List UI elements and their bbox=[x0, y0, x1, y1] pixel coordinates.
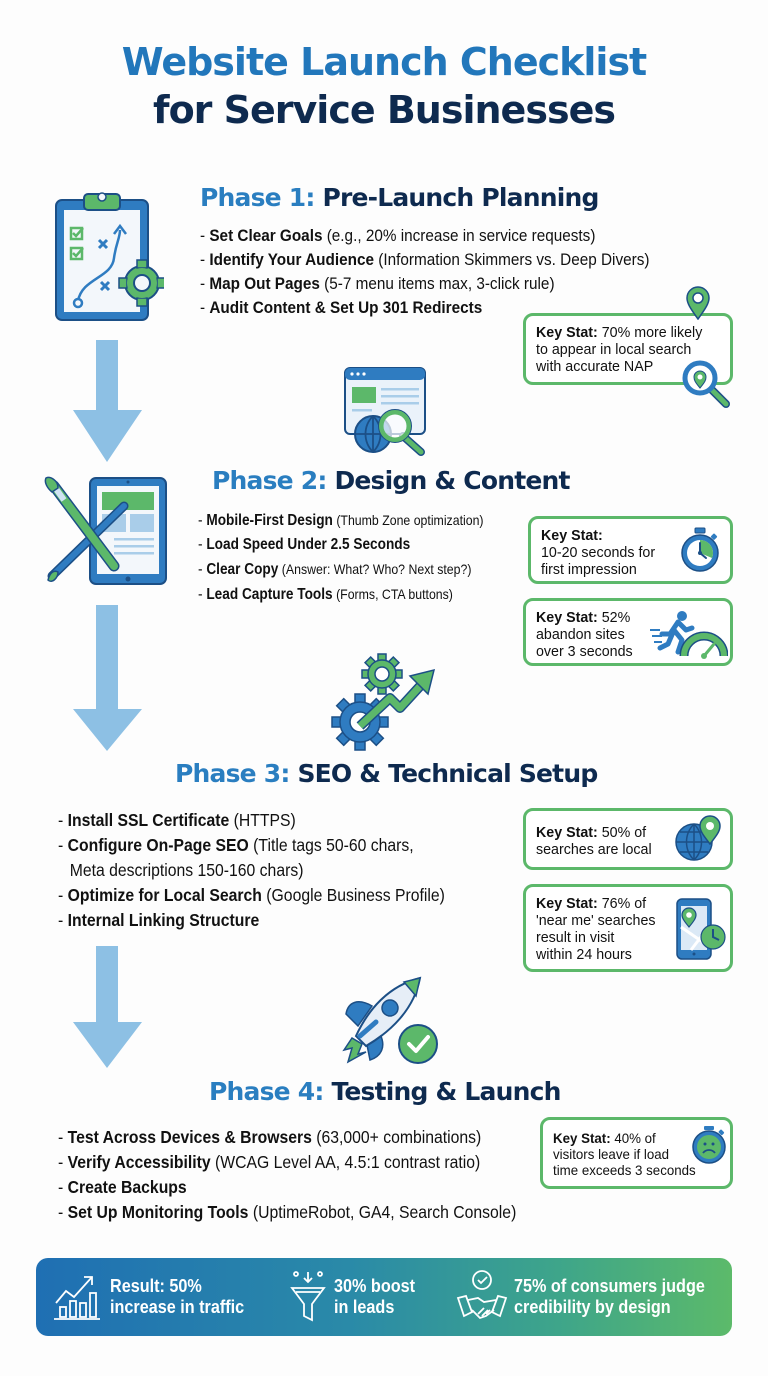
checklist-item: - Optimize for Local Search (Google Busi… bbox=[58, 885, 445, 905]
rocket-check-icon bbox=[328, 970, 444, 1070]
banner-stat-traffic: Result: 50%increase in traffic bbox=[110, 1276, 245, 1317]
gears-growth-arrow-icon bbox=[330, 650, 440, 754]
phase-3-number: Phase 3: bbox=[175, 759, 290, 788]
checklist-item: - Set Clear Goals (e.g., 20% increase in… bbox=[200, 226, 596, 245]
phase-1-title: Phase 1: Pre-Launch Planning bbox=[200, 183, 599, 212]
sad-stopwatch-icon bbox=[690, 1125, 728, 1165]
checklist-item: - Install SSL Certificate (HTTPS) bbox=[58, 810, 296, 830]
phase-3-checklist: - Install SSL Certificate (HTTPS) - Conf… bbox=[58, 808, 445, 933]
checklist-item: - Mobile-First Design (Thumb Zone optimi… bbox=[198, 512, 484, 529]
phase-4-name: Testing & Launch bbox=[331, 1077, 561, 1106]
phase-2-name: Design & Content bbox=[334, 466, 570, 495]
phase-3-name: SEO & Technical Setup bbox=[297, 759, 598, 788]
phase-2-checklist: - Mobile-First Design (Thumb Zone optimi… bbox=[198, 508, 484, 607]
checklist-item: - Test Across Devices & Browsers (63,000… bbox=[58, 1127, 482, 1147]
funnel-icon bbox=[290, 1270, 326, 1324]
checklist-item: - Lead Capture Tools (Forms, CTA buttons… bbox=[198, 586, 453, 603]
clipboard-strategy-gear-icon bbox=[52, 188, 164, 328]
checklist-item: - Audit Content & Set Up 301 Redirects bbox=[200, 298, 483, 317]
down-arrow-icon bbox=[72, 946, 144, 1068]
globe-pin-icon bbox=[672, 812, 724, 864]
growth-chart-icon bbox=[54, 1273, 100, 1321]
checklist-item: - Map Out Pages (5-7 menu items max, 3-c… bbox=[200, 274, 555, 293]
phase-1-checklist: - Set Clear Goals (e.g., 20% increase in… bbox=[200, 224, 649, 320]
phase-2-number: Phase 2: bbox=[212, 466, 327, 495]
title-line-1: Website Launch Checklist bbox=[121, 40, 647, 84]
running-speedometer-icon bbox=[648, 608, 728, 660]
checklist-item: - Clear Copy (Answer: What? Who? Next st… bbox=[198, 561, 472, 578]
results-banner: Result: 50%increase in traffic 30% boost… bbox=[36, 1258, 732, 1336]
key-stat-local-searches: Key Stat: 50% of searches are local bbox=[523, 808, 733, 870]
phase-4-checklist: - Test Across Devices & Browsers (63,000… bbox=[58, 1125, 516, 1225]
phone-map-clock-icon bbox=[675, 897, 727, 961]
stopwatch-icon bbox=[678, 526, 722, 574]
tablet-paintbrush-icon bbox=[44, 476, 170, 586]
browser-globe-search-icon bbox=[343, 366, 431, 456]
key-stat-load-time: Key Stat: 40% of visitors leave if load … bbox=[540, 1117, 733, 1189]
map-pin-magnifier-icon bbox=[682, 360, 732, 410]
phase-1-name: Pre-Launch Planning bbox=[322, 183, 599, 212]
down-arrow-icon bbox=[72, 605, 144, 751]
phase-3-title: Phase 3: SEO & Technical Setup bbox=[175, 759, 598, 788]
key-stat-abandon: Key Stat: 52% abandon sites over 3 secon… bbox=[523, 598, 733, 666]
checklist-item: - Verify Accessibility (WCAG Level AA, 4… bbox=[58, 1152, 481, 1172]
phase-1-number: Phase 1: bbox=[200, 183, 315, 212]
map-pin-icon bbox=[686, 286, 710, 320]
phase-4-title: Phase 4: Testing & Launch bbox=[209, 1077, 561, 1106]
handshake-check-icon bbox=[456, 1268, 508, 1326]
checklist-item: - Configure On-Page SEO (Title tags 50-6… bbox=[58, 835, 414, 880]
checklist-item: - Create Backups bbox=[58, 1177, 187, 1197]
checklist-item: - Identify Your Audience (Information Sk… bbox=[200, 250, 650, 269]
down-arrow-icon bbox=[72, 340, 144, 462]
phase-2-title: Phase 2: Design & Content bbox=[212, 466, 570, 495]
title-line-2: for Service Businesses bbox=[153, 88, 616, 132]
checklist-item: - Internal Linking Structure bbox=[58, 910, 260, 930]
checklist-item: - Load Speed Under 2.5 Seconds bbox=[198, 536, 411, 553]
phase-4-number: Phase 4: bbox=[209, 1077, 324, 1106]
checklist-item: - Set Up Monitoring Tools (UptimeRobot, … bbox=[58, 1202, 517, 1222]
